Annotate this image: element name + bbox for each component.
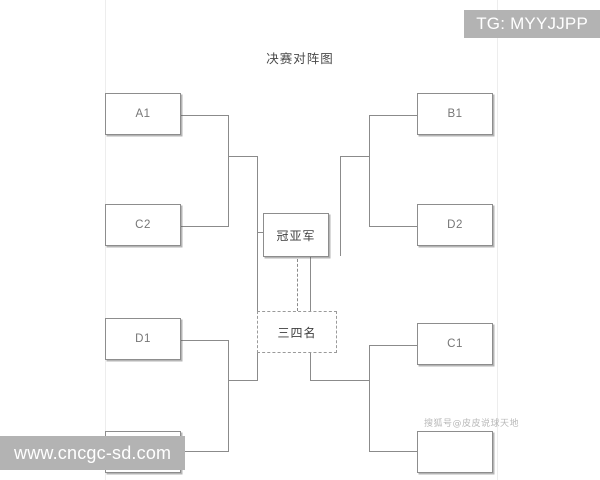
wire-right-final-stem [310,232,312,304]
wire-right-bottom-out [369,451,417,453]
bracket-node-third-fourth[interactable]: 三四名 [257,311,337,353]
site-watermark-label: www.cncgc-sd.com [14,442,172,463]
wire-c1-out [369,345,417,347]
wire-left-lower-merge [228,380,258,382]
wire-left-upper-stem [257,156,259,256]
wire-left-final-stem [257,232,259,304]
wire-b1-out [369,115,417,117]
bracket-node-c1[interactable]: C1 [417,323,493,365]
site-watermark-badge: www.cncgc-sd.com [0,436,186,470]
wire-c1-down [369,345,371,452]
bracket-node-d1[interactable]: D1 [105,318,181,360]
wire-d2-out [369,226,417,228]
bracket-node-c2-label: C2 [135,219,151,231]
bracket-node-a1-label: A1 [135,108,151,120]
wire-d1-out [181,340,229,342]
bracket-node-d2[interactable]: D2 [417,204,493,246]
wire-d1-down [228,340,230,452]
wire-a1-down [228,115,230,227]
wire-left-bottom-out [181,451,229,453]
bracket-node-b1-label: B1 [447,108,463,120]
wire-a1-out [181,115,229,117]
bracket-node-c2[interactable]: C2 [105,204,181,246]
source-watermark: 搜狐号@皮皮说球天地 [424,419,520,429]
bracket-node-champion[interactable]: 冠亚军 [263,213,329,257]
bracket-node-right-bottom[interactable] [417,431,493,473]
bracket-node-champion-label: 冠亚军 [276,228,316,243]
tg-watermark-badge: TG: MYYJJPP [464,10,600,38]
wire-left-upper-merge [228,156,258,158]
bracket-node-third-fourth-label: 三四名 [277,325,317,340]
bracket-node-d2-label: D2 [447,219,463,231]
wire-c2-out [181,226,229,228]
wire-b1-down [369,115,371,227]
wire-third-place-dashed [297,259,298,311]
wire-right-upper-merge [340,156,370,158]
page-rule-right [497,0,498,480]
bracket-node-b1[interactable]: B1 [417,93,493,135]
diagram-title: 决赛对阵图 [266,51,334,66]
bracket-node-c1-label: C1 [447,338,463,350]
wire-right-lower-merge [310,380,370,382]
bracket-node-a1[interactable]: A1 [105,93,181,135]
bracket-node-d1-label: D1 [135,333,151,345]
wire-right-upper-stem [340,156,342,256]
wire-left-into-final [257,232,263,234]
tg-watermark-label: TG: MYYJJPP [476,14,588,33]
